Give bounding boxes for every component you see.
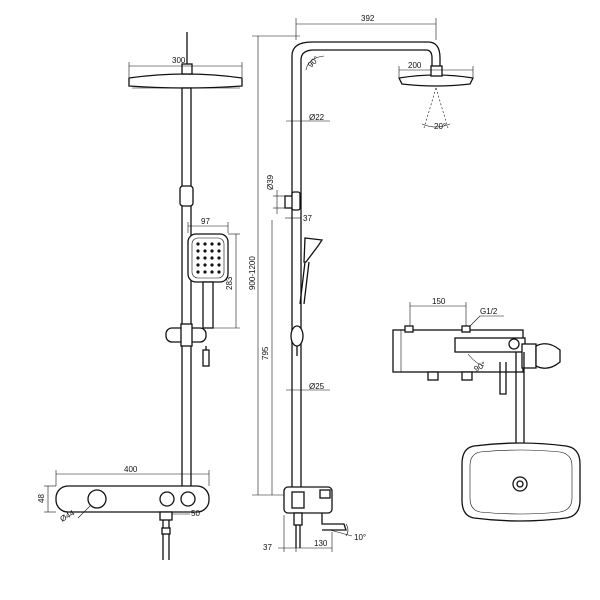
dim-lower-pipe-diameter: Ø25 <box>309 382 325 391</box>
front-temperature-knob <box>87 489 107 509</box>
dim-thermostat-width: 400 <box>124 465 138 474</box>
front-view: 300 97 <box>37 32 243 560</box>
dim-thread: G1/2 <box>480 307 498 316</box>
dim-spout-angle: 10° <box>354 533 366 542</box>
dim-arm-reach: 392 <box>361 14 375 23</box>
front-showerhead <box>128 73 243 89</box>
dim-spout-projection: 130 <box>314 539 328 548</box>
dim-thermostat-height: 48 <box>37 494 46 503</box>
side-shower-arm <box>291 41 441 495</box>
dim-bracket-diameter: Ø39 <box>266 174 275 190</box>
front-handshower <box>187 233 229 367</box>
dim-spout-offset: 50 <box>191 509 200 518</box>
dim-bracket-depth: 37 <box>303 214 312 223</box>
dim-showerhead-width: 300 <box>172 56 186 65</box>
dim-pipe-height: 795 <box>261 346 270 360</box>
front-riser-pipe <box>181 87 192 489</box>
dim-head-tilt: 20° <box>434 122 446 131</box>
dim-handshower-height: 283 <box>225 276 234 290</box>
dim-handshower-width: 97 <box>201 217 210 226</box>
dim-total-height: 900-1200 <box>248 256 257 290</box>
dim-inlet-spacing: 150 <box>432 297 446 306</box>
dim-upper-pipe-diameter: Ø22 <box>309 113 325 122</box>
side-view: 392 90° 200 20° Ø22 Ø39 37 <box>248 14 474 552</box>
side-showerhead <box>398 74 474 87</box>
top-view: 150 G1/2 90° <box>392 297 581 522</box>
dim-wall-offset: 37 <box>263 543 272 552</box>
dim-head-width: 200 <box>408 61 422 70</box>
